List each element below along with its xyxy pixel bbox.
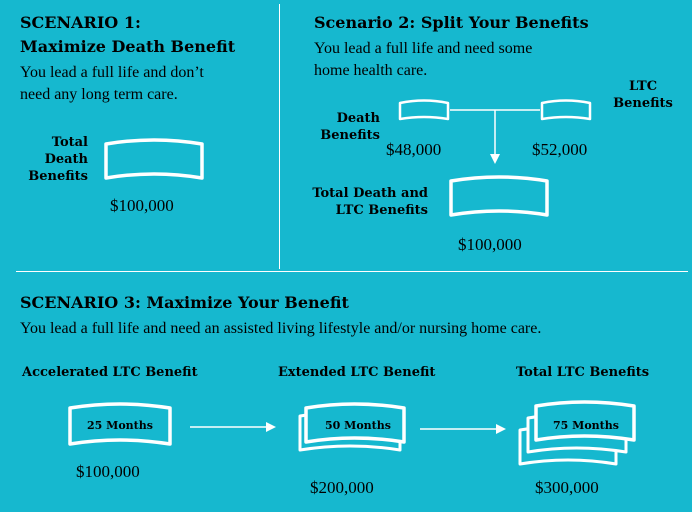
scenario-2-title: Scenario 2: Split Your Benefits (314, 13, 589, 32)
scenario-3-step-1-amount: $100,000 (76, 462, 140, 481)
scenario-3-step-3-bill-text: 75 Months (553, 419, 619, 432)
scenario-3-step-2-bill-text: 50 Months (325, 419, 391, 432)
money-stack-icon (298, 402, 406, 452)
scenario-2-total-label: Total Death and LTC Benefits (312, 186, 428, 218)
scenario-3-step-3-label: Total LTC Benefits (516, 365, 650, 380)
scenario-2-death-label: Death Benefits (320, 111, 380, 143)
scenario-1-title-line1: SCENARIO 1: (20, 13, 141, 32)
scenario-2-death-amount: $48,000 (386, 140, 442, 159)
money-bill-icon (398, 99, 450, 121)
scenario-3-step-2-label: Extended LTC Benefit (278, 365, 436, 380)
money-stack-icon (518, 400, 636, 466)
scenario-2-desc-line2: home health care. (314, 62, 428, 79)
scenario-1-amount: $100,000 (110, 196, 174, 215)
vertical-divider (279, 4, 280, 269)
scenario-2-total-amount: $100,000 (458, 235, 522, 254)
arrow-right-icon (190, 422, 276, 432)
scenario-3-desc: You lead a full life and need an assiste… (20, 320, 542, 337)
scenario-1-desc-line2: need any long term care. (20, 86, 178, 103)
scenario-1-desc-line1: You lead a full life and don’t (20, 64, 204, 81)
scenario-3-step-1-label: Accelerated LTC Benefit (22, 365, 198, 380)
scenario-2-ltc-label: LTC Benefits (613, 79, 673, 111)
scenario-3-step-2-amount: $200,000 (310, 478, 374, 497)
money-bill-icon (68, 402, 172, 446)
scenario-2-ltc-amount: $52,000 (532, 140, 588, 159)
money-bill-icon (540, 99, 592, 121)
scenario-1-label: Total Death Benefits (28, 135, 88, 184)
scenario-3-title: SCENARIO 3: Maximize Your Benefit (20, 293, 349, 312)
money-bill-icon (104, 138, 204, 180)
scenario-1-title-line2: Maximize Death Benefit (20, 37, 236, 56)
scenario-3-step-1-bill-text: 25 Months (87, 419, 153, 432)
scenario-3-step-3-amount: $300,000 (535, 478, 599, 497)
split-connector (450, 109, 540, 164)
money-bill-icon (449, 175, 549, 217)
arrow-right-icon (420, 424, 506, 434)
horizontal-divider (16, 271, 688, 272)
scenario-2-desc-line1: You lead a full life and need some (314, 40, 533, 57)
